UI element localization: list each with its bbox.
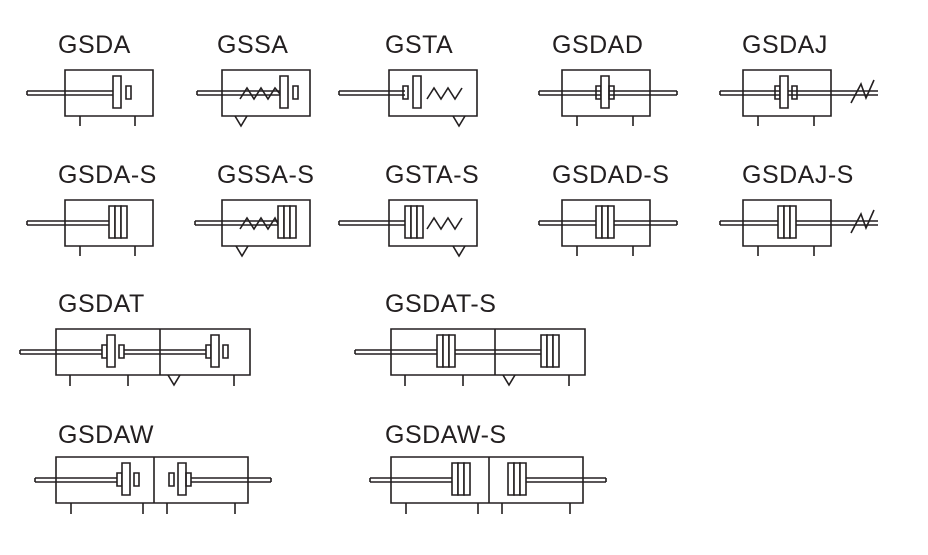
symbol-gsta bbox=[337, 68, 482, 130]
label-gsdaw: GSDAW bbox=[58, 421, 155, 449]
symbol-gsdad-s bbox=[537, 198, 682, 260]
label-gsdad-s: GSDAD-S bbox=[552, 161, 670, 189]
label-gsta-s: GSTA-S bbox=[385, 161, 480, 189]
label-gsda: GSDA bbox=[58, 31, 131, 59]
symbol-gsta-s bbox=[337, 198, 482, 260]
label-gssa-s: GSSA-S bbox=[217, 161, 315, 189]
label-gsda-s: GSDA-S bbox=[58, 161, 157, 189]
label-gsdad: GSDAD bbox=[552, 31, 644, 59]
symbol-gsdat-s bbox=[353, 326, 593, 390]
label-gsdaw-s: GSDAW-S bbox=[385, 421, 507, 449]
symbol-gsdad bbox=[537, 68, 682, 130]
symbol-gsdaj bbox=[718, 68, 883, 130]
symbol-gsdaw-s bbox=[368, 455, 613, 519]
label-gsdat: GSDAT bbox=[58, 290, 145, 318]
symbol-gsdaj-s bbox=[718, 198, 883, 260]
symbol-gsda bbox=[25, 68, 160, 130]
symbol-gsda-s bbox=[25, 198, 160, 260]
symbol-gsdaw bbox=[33, 455, 278, 519]
symbol-gssa bbox=[195, 68, 317, 130]
label-gsta: GSTA bbox=[385, 31, 454, 59]
label-gsdaj-s: GSDAJ-S bbox=[742, 161, 854, 189]
label-gsdat-s: GSDAT-S bbox=[385, 290, 497, 318]
label-gsdaj: GSDAJ bbox=[742, 31, 828, 59]
symbol-gssa-s bbox=[193, 198, 318, 260]
label-gssa: GSSA bbox=[217, 31, 289, 59]
symbol-gsdat bbox=[18, 326, 258, 390]
